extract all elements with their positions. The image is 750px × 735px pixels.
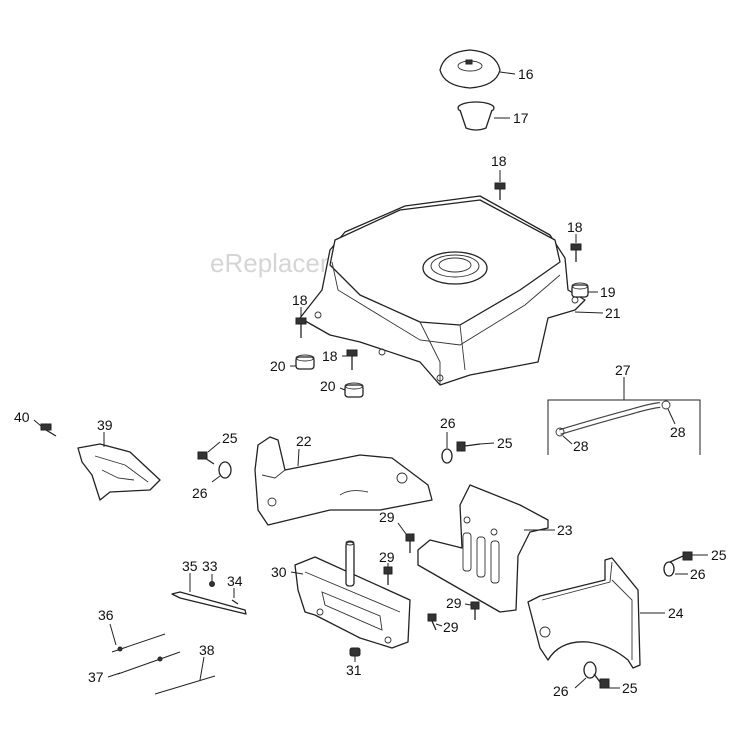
callout-25c: 25 [711,547,727,563]
part-34-clip[interactable] [231,599,239,605]
part-29-bolt-b[interactable] [383,566,393,585]
part-19-bushing-right[interactable] [571,282,589,298]
callout-20b: 20 [320,378,336,394]
part-38-cable[interactable] [154,675,216,695]
callout-26a: 26 [192,485,208,501]
part-25-bolt-left[interactable] [197,451,215,465]
part-22-tank-bracket[interactable] [254,436,433,526]
part-25-bolt-right[interactable] [669,551,693,563]
part-29-bolt-c[interactable] [470,601,480,620]
part-35-rod[interactable] [171,591,247,615]
callout-40: 40 [14,409,30,425]
callout-22: 22 [296,433,312,449]
callout-17: 17 [513,110,529,126]
callout-25d: 25 [622,680,638,696]
callout-39: 39 [97,417,113,433]
callout-16: 16 [518,66,534,82]
callout-29c: 29 [446,595,462,611]
part-40-bolt[interactable] [40,423,57,437]
callout-28a: 28 [573,438,589,454]
part-33-pin[interactable] [209,581,215,587]
part-29-bolt-a[interactable] [405,533,415,553]
part-23-mount-bracket[interactable] [417,484,549,613]
callout-18a: 18 [491,153,507,169]
part-20-bushing-right[interactable] [344,382,364,398]
callout-26b: 26 [440,415,456,431]
part-17-fuel-strainer[interactable] [457,101,495,131]
callout-31: 31 [346,662,362,678]
part-18-bolt-left[interactable] [295,317,307,338]
callout-37: 37 [88,669,104,685]
part-25-bolt-bottom[interactable] [593,673,610,689]
part-36-cable[interactable] [111,633,166,653]
part-18-bolt-top[interactable] [494,182,506,200]
callout-20a: 20 [270,358,286,374]
part-26-washer-bottom[interactable] [583,661,597,679]
callout-29b: 29 [379,549,395,565]
callout-18c: 18 [292,292,308,308]
part-26-washer-right[interactable] [663,561,675,577]
callout-26c: 26 [690,566,706,582]
callout-34: 34 [227,573,243,589]
part-26-washer-left[interactable] [218,461,232,479]
part-16-fuel-cap[interactable] [439,49,501,89]
part-37-cable[interactable] [117,651,181,675]
callout-25a: 25 [222,430,238,446]
callout-28b: 28 [670,424,686,440]
part-39-bracket[interactable] [77,443,161,501]
part-18-bolt-right[interactable] [570,243,582,262]
callout-23: 23 [557,522,573,538]
callout-36: 36 [98,607,114,623]
part-26-washer-mid[interactable] [441,448,453,464]
callout-29a: 29 [379,509,395,525]
callout-25b: 25 [497,435,513,451]
callout-19b: 19 [600,284,616,300]
part-20-bushing-left[interactable] [295,354,315,370]
callout-24: 24 [668,605,684,621]
callout-27: 27 [615,362,631,378]
part-24-shroud[interactable] [527,557,641,669]
part-29-bolt-d[interactable] [427,613,437,631]
callout-33: 33 [202,558,218,574]
callout-18d: 18 [322,348,338,364]
part-18-bolt-center[interactable] [346,349,358,370]
part-21-fuel-tank[interactable] [299,195,586,386]
callout-26d: 26 [553,683,569,699]
part-25-bolt-mid[interactable] [456,441,481,452]
callout-35: 35 [182,558,198,574]
callout-29d: 29 [443,619,459,635]
callout-30: 30 [271,564,287,580]
callout-38: 38 [199,642,215,658]
part-31-nut[interactable] [349,647,361,657]
callout-18b: 18 [567,219,583,235]
callout-21: 21 [605,305,621,321]
part-30-base-plate[interactable] [294,540,411,649]
